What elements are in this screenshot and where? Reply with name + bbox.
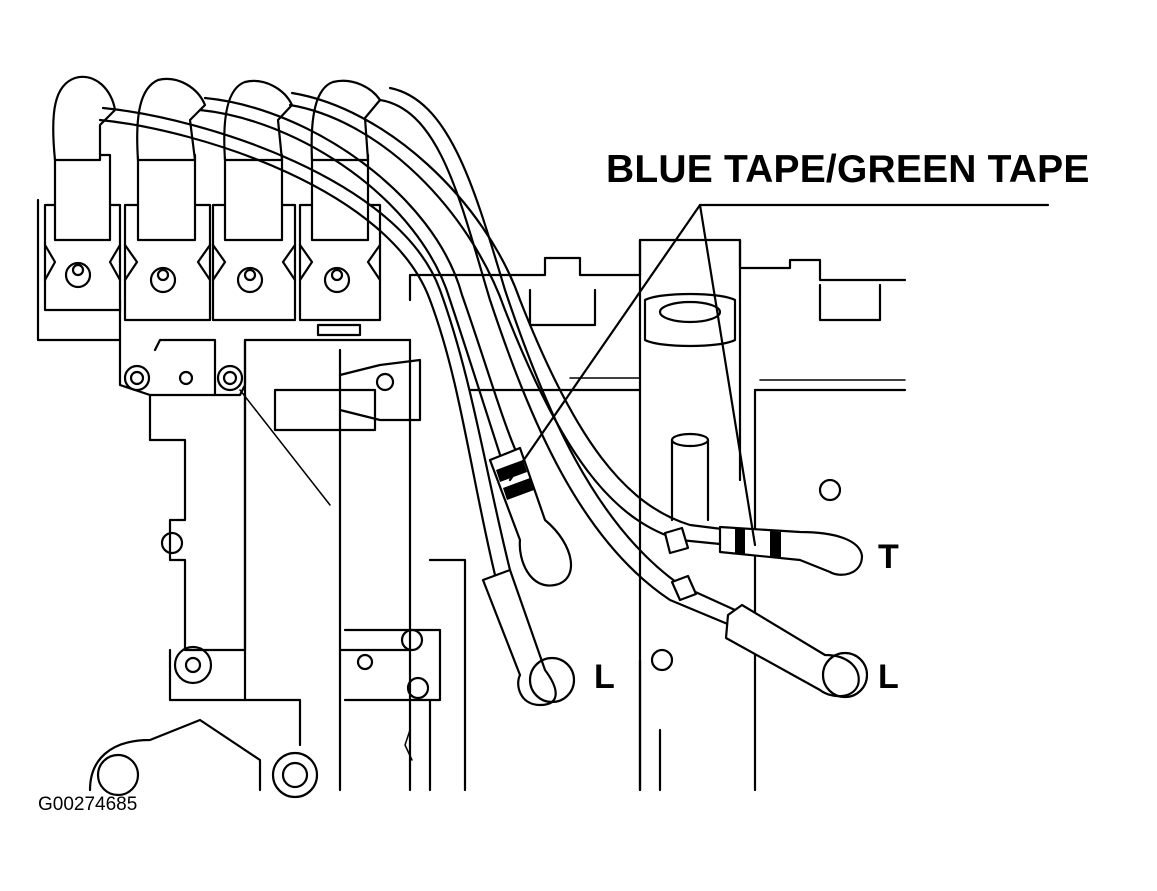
terminal-label-l-middle: L — [594, 658, 615, 696]
spark-plug-wire-bundle — [52, 75, 869, 707]
callout-leader — [508, 203, 1050, 547]
wire-clip — [670, 574, 698, 602]
tape-callout-label: BLUE TAPE/GREEN TAPE — [606, 148, 1090, 191]
blue-tape-band — [735, 528, 745, 555]
ignition-coil-1 — [43, 153, 122, 312]
plug-boot-middle — [488, 446, 573, 587]
ignition-coil-2 — [123, 153, 212, 322]
figure-id: G00274685 — [38, 794, 138, 815]
wire-clip — [663, 526, 690, 555]
plug-boot-t — [718, 525, 864, 576]
plug-boot-lower-middle — [481, 568, 576, 707]
ignition-coil-4 — [298, 153, 382, 322]
ignition-coil-3 — [211, 153, 297, 322]
terminal-label-t: T — [878, 538, 899, 576]
coil-boot-1 — [52, 75, 117, 162]
wire-clip — [316, 323, 362, 337]
green-tape-band — [770, 531, 781, 558]
green-tape-band — [503, 478, 534, 500]
coil-boot-3 — [223, 79, 294, 162]
plug-boot-lower-right — [724, 603, 869, 699]
coil-boot-4 — [310, 79, 382, 162]
ignition-coil-row — [43, 153, 382, 322]
terminal-label-l-right: L — [878, 658, 899, 696]
